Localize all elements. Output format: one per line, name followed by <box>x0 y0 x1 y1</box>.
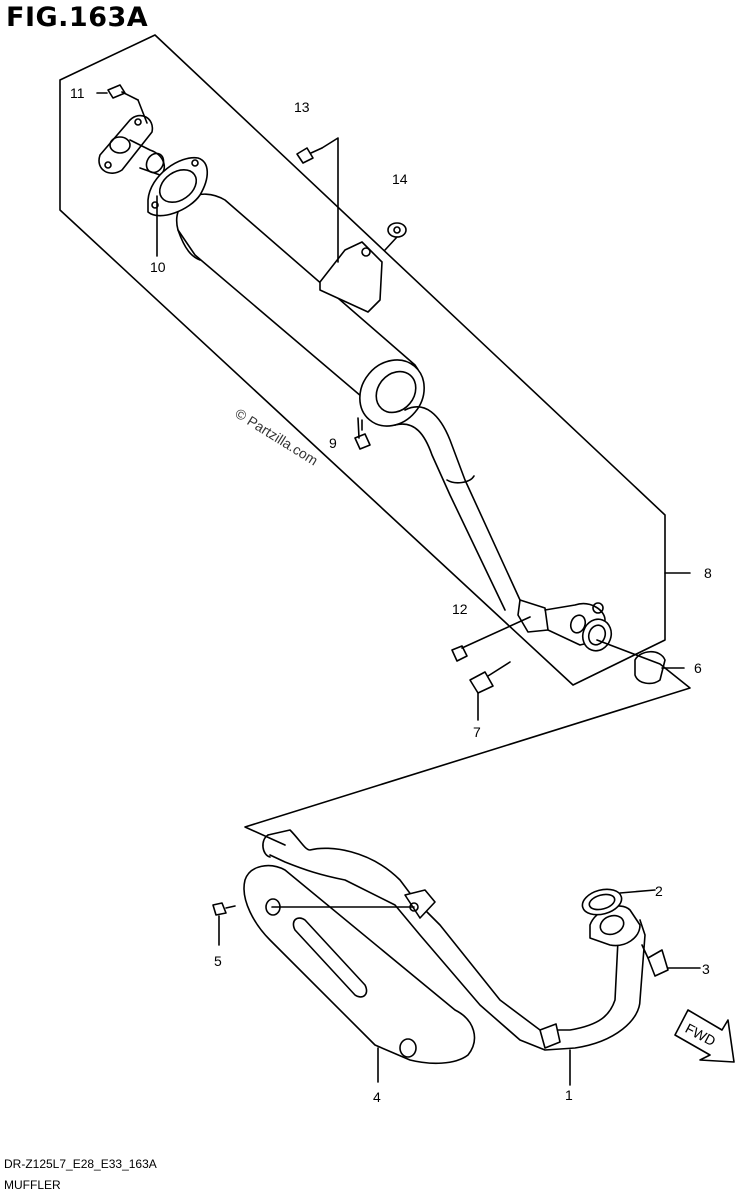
exhaust-pipe <box>262 829 646 1051</box>
callout-7: 7 <box>473 724 481 740</box>
callout-3: 3 <box>702 961 710 977</box>
muffler-pipe <box>394 406 613 652</box>
callout-5: 5 <box>214 953 222 969</box>
assembly-boundary <box>59 34 666 686</box>
muffler-bracket <box>319 241 383 313</box>
heat-shield <box>243 864 476 1065</box>
gasket-2 <box>581 888 623 916</box>
cap-6 <box>634 650 666 685</box>
diagram-code: DR-Z125L7_E28_E33_163A <box>4 1157 157 1171</box>
diagram-name: MUFFLER <box>4 1178 61 1192</box>
bolt-11 <box>96 84 139 101</box>
forward-arrow-icon: FWD <box>674 1009 735 1063</box>
bolt-13 <box>296 147 323 164</box>
callout-12: 12 <box>452 601 468 617</box>
callout-13: 13 <box>294 99 310 115</box>
callout-8: 8 <box>704 565 712 581</box>
gasket-10 <box>147 157 209 217</box>
callout-1: 1 <box>565 1087 573 1103</box>
bolt-12 <box>451 645 468 662</box>
callout-4: 4 <box>373 1089 381 1105</box>
bolt-3 <box>641 944 669 977</box>
muffler-front-flange <box>98 114 166 176</box>
callout-6: 6 <box>694 660 702 676</box>
watermark: © Partzilla.com <box>232 405 320 469</box>
bolt-5 <box>212 902 236 916</box>
bolt-9 <box>354 419 371 450</box>
callout-2: 2 <box>655 883 663 899</box>
washer-14 <box>387 222 407 238</box>
callout-11: 11 <box>70 85 85 101</box>
figure-title: FIG.163A <box>6 2 149 33</box>
callout-9: 9 <box>329 435 337 451</box>
callout-10: 10 <box>150 259 166 275</box>
callout-14: 14 <box>392 171 408 187</box>
bolt-7 <box>469 661 511 694</box>
